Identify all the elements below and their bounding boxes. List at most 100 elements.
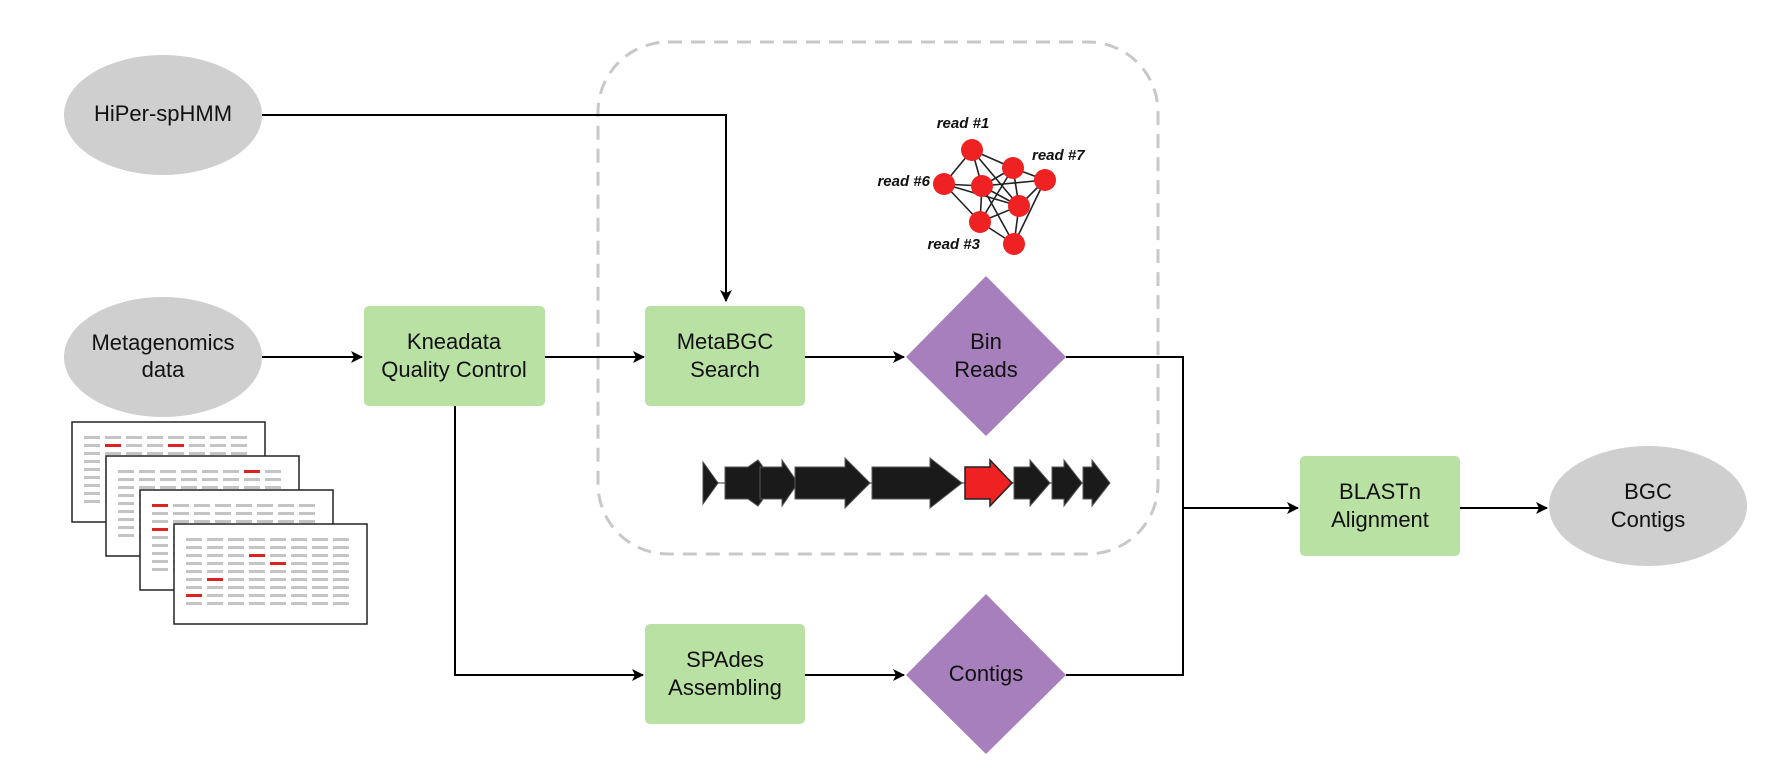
read-line xyxy=(249,578,265,581)
node-bgc-contigs: BGC Contigs xyxy=(1549,446,1747,566)
read-line xyxy=(118,494,134,497)
read-line xyxy=(278,504,294,507)
read-line xyxy=(147,452,163,455)
read-line xyxy=(173,520,189,523)
read-line xyxy=(118,478,134,481)
gene-arrow xyxy=(1013,458,1051,508)
read-line xyxy=(152,536,168,539)
read-line xyxy=(194,520,210,523)
read-line xyxy=(168,436,184,439)
node-metabgc-search: MetaBGC Search xyxy=(645,306,805,406)
read-line xyxy=(152,520,168,523)
read-node xyxy=(1002,157,1024,179)
read-line xyxy=(291,578,307,581)
read-line xyxy=(236,512,252,515)
read-line xyxy=(194,504,210,507)
read-line xyxy=(215,504,231,507)
kneadata-label-line1: Kneadata xyxy=(407,329,502,354)
read-line xyxy=(228,594,244,597)
node-metagenomics-data: Metagenomics data xyxy=(64,297,262,417)
bgc-contigs-shape xyxy=(1549,446,1747,566)
read-line xyxy=(270,538,286,541)
read-line xyxy=(228,570,244,573)
metagenomics-label-line2: data xyxy=(142,357,186,382)
read-line xyxy=(160,478,176,481)
bin-reads-shape xyxy=(906,276,1066,436)
read-line xyxy=(207,602,223,605)
gene-cluster-icon xyxy=(702,456,1111,510)
read-line xyxy=(299,504,315,507)
read-line xyxy=(291,538,307,541)
read-line xyxy=(291,594,307,597)
node-kneadata: Kneadata Quality Control xyxy=(364,306,545,406)
read-line xyxy=(312,586,328,589)
read-line xyxy=(312,538,328,541)
highlighted-read-line xyxy=(105,444,121,447)
read-line xyxy=(168,452,184,455)
read-line xyxy=(84,492,100,495)
read-line xyxy=(312,546,328,549)
read-line xyxy=(270,586,286,589)
read-node xyxy=(1008,195,1030,217)
gene-arrow xyxy=(759,458,799,508)
read-line xyxy=(118,502,134,505)
read-line xyxy=(207,586,223,589)
read-line xyxy=(126,436,142,439)
edge-contigs-to-blastn xyxy=(1066,508,1184,676)
read-line xyxy=(333,554,349,557)
read-line xyxy=(186,562,202,565)
hiper-sphmm-label: HiPer-spHMM xyxy=(94,101,232,126)
read-line xyxy=(181,470,197,473)
read-line xyxy=(152,544,168,547)
read-line xyxy=(118,470,134,473)
sequence-document xyxy=(173,523,368,625)
read-line xyxy=(118,526,134,529)
read-line xyxy=(249,546,265,549)
read-line xyxy=(249,594,265,597)
read-line xyxy=(333,602,349,605)
read-line xyxy=(223,478,239,481)
read-line xyxy=(147,436,163,439)
bgc-contigs-label-line2: Contigs xyxy=(1611,507,1686,532)
read-line xyxy=(84,452,100,455)
read-line xyxy=(186,586,202,589)
read-line xyxy=(265,486,281,489)
read-line xyxy=(249,570,265,573)
blastn-shape xyxy=(1300,456,1460,556)
spades-shape xyxy=(645,624,805,724)
read-line xyxy=(231,452,247,455)
gene-arrow xyxy=(1051,458,1083,508)
gene-arrow xyxy=(794,456,871,510)
gene-arrow xyxy=(702,460,719,506)
read-line xyxy=(210,436,226,439)
read-line xyxy=(236,520,252,523)
read-line xyxy=(207,546,223,549)
read-line xyxy=(189,444,205,447)
read-line xyxy=(231,444,247,447)
read-line xyxy=(160,486,176,489)
highlighted-read-line xyxy=(168,444,184,447)
metabgc-group-box xyxy=(596,40,1160,556)
read-line xyxy=(270,546,286,549)
read-line xyxy=(173,504,189,507)
read-line xyxy=(228,586,244,589)
read-line xyxy=(333,546,349,549)
read-line xyxy=(291,562,307,565)
read-line xyxy=(299,512,315,515)
highlighted-read-line xyxy=(186,594,202,597)
read-line xyxy=(126,452,142,455)
read-line xyxy=(249,538,265,541)
read-line xyxy=(139,470,155,473)
metabgc-shape xyxy=(645,306,805,406)
read-line xyxy=(84,468,100,471)
hiper-sphmm-shape xyxy=(64,55,262,175)
read-node xyxy=(969,211,991,233)
read-network-nodes xyxy=(933,139,1056,255)
read-line xyxy=(118,510,134,513)
read-line xyxy=(270,578,286,581)
read-line xyxy=(291,554,307,557)
read-line xyxy=(207,538,223,541)
read-line xyxy=(265,470,281,473)
read-line xyxy=(270,594,286,597)
read-line xyxy=(228,546,244,549)
